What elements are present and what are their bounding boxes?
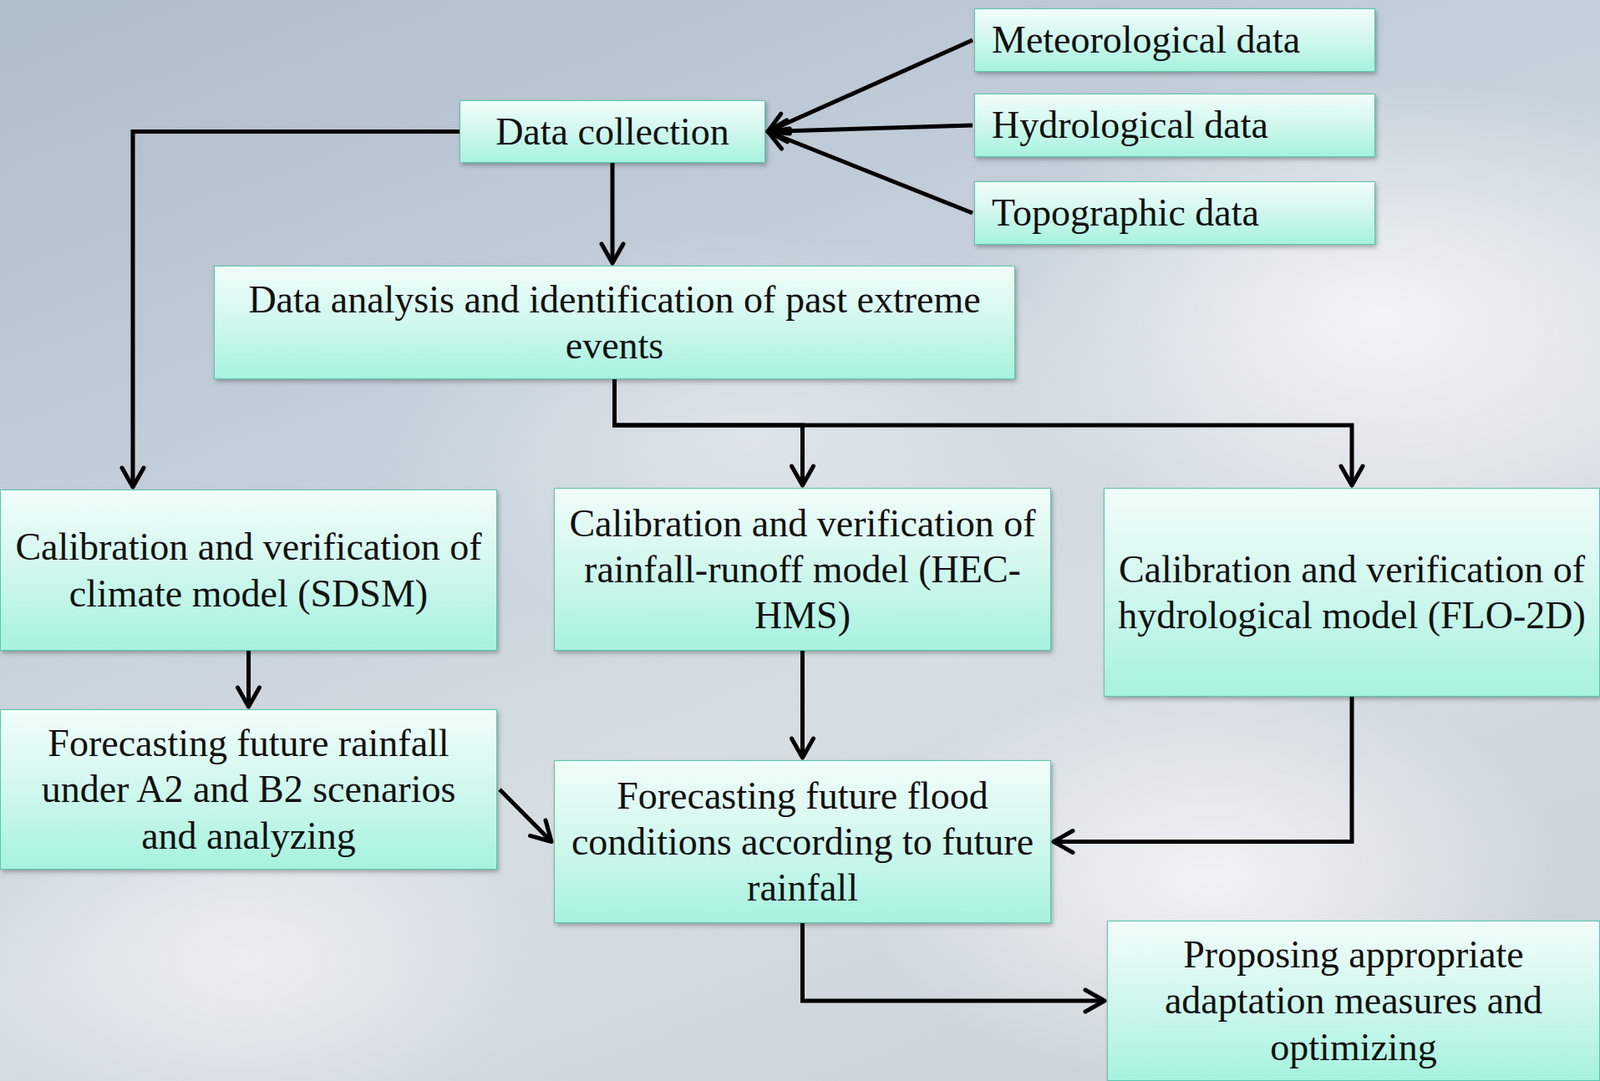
box-text: Proposing appropriate adaptation measure… — [1119, 931, 1588, 1071]
process-box: Forecasting future flood conditions acco… — [553, 760, 1052, 924]
box-text: Meteorological data — [986, 16, 1363, 63]
box-text: Forecasting future flood conditions acco… — [566, 772, 1039, 912]
process-box: Meteorological data — [974, 8, 1376, 72]
box-text: Calibration and verification of hydrolog… — [1116, 546, 1588, 639]
flow-arrow — [767, 132, 973, 214]
flow-arrow — [1053, 696, 1352, 843]
process-box: Data collection — [459, 100, 766, 163]
box-text: Hydrological data — [986, 101, 1363, 148]
process-box: Topographic data — [974, 181, 1376, 245]
box-text: Calibration and verification of rainfall… — [566, 500, 1039, 640]
process-box: Calibration and verification of rainfall… — [553, 487, 1052, 651]
flow-arrow — [767, 40, 973, 133]
flow-arrow — [800, 650, 805, 758]
flow-arrow — [614, 379, 803, 486]
box-text: Topographic data — [986, 189, 1363, 236]
flow-arrow — [246, 650, 251, 707]
process-box: Forecasting future rainfall under A2 and… — [0, 709, 498, 870]
process-box: Data analysis and identification of past… — [213, 265, 1016, 380]
process-box: Proposing appropriate adaptation measure… — [1107, 920, 1600, 1081]
flow-arrow — [767, 125, 973, 133]
process-box: Calibration and verification of climate … — [0, 489, 498, 651]
flow-arrow — [614, 379, 1353, 486]
flow-arrow — [610, 162, 615, 264]
process-box: Calibration and verification of hydrolog… — [1103, 487, 1600, 697]
flow-arrow — [499, 789, 552, 843]
box-text: Data collection — [472, 108, 753, 155]
box-text: Calibration and verification of climate … — [12, 523, 485, 616]
process-box: Hydrological data — [974, 93, 1376, 158]
box-text: Forecasting future rainfall under A2 and… — [12, 720, 485, 859]
box-text: Data analysis and identification of past… — [226, 276, 1003, 369]
flow-arrow — [802, 923, 1106, 1001]
